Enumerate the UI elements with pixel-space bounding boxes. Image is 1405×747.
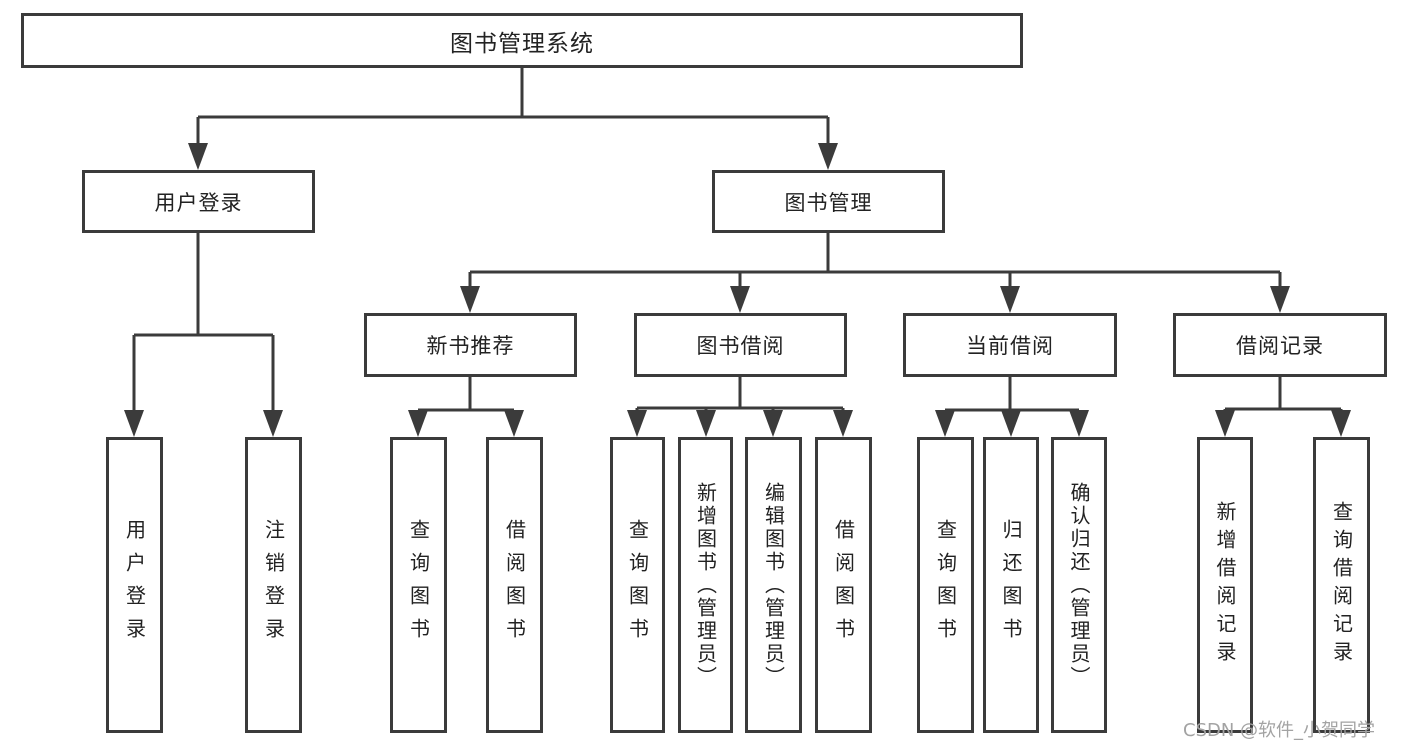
leaf-logout-label: 注销登录 — [261, 519, 286, 651]
node-book-borrow-label: 图书借阅 — [696, 334, 785, 358]
leaf-return-books-label: 归还图书 — [999, 519, 1023, 651]
leaf-return-books: 归还图书 — [983, 437, 1039, 733]
leaf-borrow-books-1-label: 借阅图书 — [502, 519, 527, 651]
leaf-edit-books-admin: 编辑图书（管理员） — [745, 437, 802, 733]
csdn-watermark: CSDN @软件_小贺同学 — [1183, 720, 1376, 741]
leaf-query-books-1-label: 查询图书 — [406, 519, 431, 651]
node-user-login: 用户登录 — [82, 170, 315, 233]
leaf-query-books-2-label: 查询图书 — [625, 519, 650, 651]
leaf-borrow-books-2-label: 借阅图书 — [831, 519, 856, 651]
node-root-system: 图书管理系统 — [21, 13, 1023, 68]
node-book-management: 图书管理 — [712, 170, 945, 233]
leaf-query-books-2: 查询图书 — [610, 437, 665, 733]
leaf-add-books-admin: 新增图书（管理员） — [678, 437, 733, 733]
leaf-query-books-1: 查询图书 — [390, 437, 447, 733]
node-current-borrow-label: 当前借阅 — [966, 334, 1054, 358]
leaf-edit-books-admin-label: 编辑图书（管理员） — [761, 481, 786, 689]
node-book-borrow: 图书借阅 — [634, 313, 847, 377]
leaf-query-books-3-label: 查询图书 — [933, 519, 958, 651]
leaf-add-books-admin-label: 新增图书（管理员） — [693, 481, 718, 689]
node-user-login-label: 用户登录 — [154, 190, 243, 215]
node-book-management-label: 图书管理 — [784, 190, 873, 215]
node-borrow-records: 借阅记录 — [1173, 313, 1387, 377]
node-current-borrow: 当前借阅 — [903, 313, 1117, 377]
leaf-logout: 注销登录 — [245, 437, 302, 733]
leaf-confirm-return-admin: 确认归还（管理员） — [1051, 437, 1107, 733]
leaf-query-books-3: 查询图书 — [917, 437, 974, 733]
node-new-book-recommend-label: 新书推荐 — [426, 334, 515, 358]
leaf-add-borrow-record-label: 新增借阅记录 — [1213, 501, 1237, 669]
leaf-query-borrow-record-label: 查询借阅记录 — [1329, 501, 1354, 669]
leaf-add-borrow-record: 新增借阅记录 — [1197, 437, 1253, 733]
leaf-borrow-books-2: 借阅图书 — [815, 437, 872, 733]
leaf-user-login-label: 用户登录 — [122, 519, 147, 651]
node-new-book-recommend: 新书推荐 — [364, 313, 577, 377]
leaf-user-login: 用户登录 — [106, 437, 163, 733]
node-root-label: 图书管理系统 — [450, 30, 594, 57]
leaf-borrow-books-1: 借阅图书 — [486, 437, 543, 733]
leaf-confirm-return-admin-label: 确认归还（管理员） — [1067, 481, 1091, 689]
leaf-query-borrow-record: 查询借阅记录 — [1313, 437, 1370, 733]
node-borrow-records-label: 借阅记录 — [1236, 334, 1324, 358]
